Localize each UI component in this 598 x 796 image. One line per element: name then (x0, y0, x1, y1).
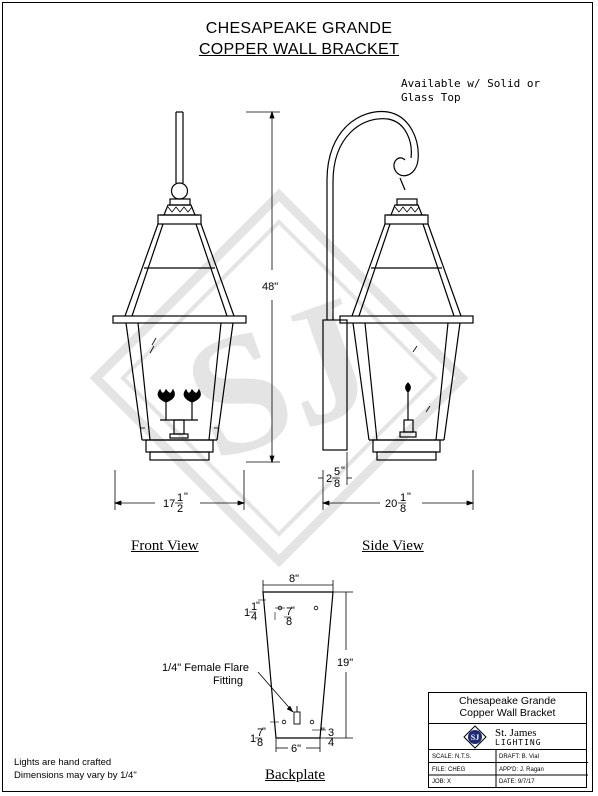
front-width-den: 2 (177, 503, 183, 515)
offset-unit: " (341, 465, 345, 477)
company-lighting: LIGHTING (495, 738, 542, 747)
offset-whole: 2 (326, 473, 332, 485)
bp-botright-unit: " (321, 726, 325, 738)
draft-field: DRAFT: B. Vial (499, 754, 539, 760)
bp-topleft-num: 1 (251, 601, 257, 613)
bp-botleft-den: 8 (257, 737, 263, 749)
side-width-unit: " (407, 491, 411, 503)
drawing-title-line2: COPPER WALL BRACKET (198, 41, 400, 58)
bp-botleft-num: 7 (257, 727, 263, 739)
backplate-drawing (257, 580, 353, 752)
date-field: DATE: 9/7/17 (499, 779, 535, 785)
offset-den: 8 (334, 478, 340, 490)
title-block-name-line2: Copper Wall Bracket (459, 707, 556, 719)
offset-num: 5 (334, 466, 340, 478)
title-block-name-line1: Chesapeake Grande (459, 695, 556, 707)
front-view-label: Front View (131, 538, 199, 554)
front-width-unit: " (184, 491, 188, 503)
watermark-logo: SJ (89, 188, 469, 568)
backplate-label: Backplate (265, 767, 325, 783)
front-width-dimension (113, 470, 246, 510)
job-field: JOB: X (432, 779, 452, 785)
drawing-title-line1: CHESAPEAKE GRANDE (205, 20, 393, 37)
bp-topright-den: 8 (286, 616, 292, 628)
bp-botright-num: 3 (328, 727, 334, 739)
file-field: FILE: CHEG (432, 767, 466, 773)
front-width-whole: 17 (163, 498, 175, 510)
company-name: St. James (495, 727, 537, 739)
front-width-num: 1 (177, 492, 183, 504)
side-width-num: 1 (400, 492, 406, 504)
title-block-logo-row: SJ St. James LIGHTING (429, 723, 586, 750)
bp-topleft-whole: 1 (244, 607, 250, 619)
fitting-label-line2: Fitting (213, 675, 243, 687)
company-logo-icon: SJ (463, 725, 487, 749)
offset-dimension (318, 452, 352, 485)
backplate-top-width: 8" (289, 573, 299, 585)
footnote-handcrafted: Lights are hand crafted (14, 757, 112, 768)
side-view-label: Side View (362, 538, 424, 554)
bp-botleft-unit: " (262, 726, 266, 738)
backplate-height: 19" (337, 657, 353, 669)
fitting-label-line1: 1/4" Female Flare (162, 662, 249, 674)
scale-field: SCALE: N.T.S. (432, 754, 472, 760)
bp-topleft-unit: " (256, 600, 260, 612)
title-block: Chesapeake Grande Copper Wall Bracket SJ… (428, 692, 588, 788)
bp-topleft-den: 4 (251, 611, 257, 623)
side-view-lantern (322, 110, 474, 461)
height-dimension (246, 110, 280, 464)
approved-field: APP'D: J. Ragan (499, 767, 544, 773)
title-block-name: Chesapeake Grande Copper Wall Bracket (429, 695, 586, 719)
front-view-lantern (112, 111, 247, 461)
footnote-dimensions: Dimensions may vary by 1/4" (14, 770, 137, 781)
side-width-dimension (321, 470, 475, 510)
height-label: 48" (262, 281, 278, 293)
side-width-whole: 20 (385, 498, 397, 510)
bp-topright-num: 7 (286, 606, 292, 618)
bp-botright-den: 4 (328, 737, 334, 749)
svg-text:SJ: SJ (471, 733, 479, 742)
side-width-den: 8 (400, 503, 406, 515)
bp-topright-unit: " (291, 605, 295, 617)
title-block-grid (429, 750, 588, 788)
backplate-bottom-width: 6" (291, 743, 301, 755)
top-option-note: Available w/ Solid or Glass Top (401, 77, 541, 104)
bp-botleft-whole: 1 (250, 733, 256, 745)
